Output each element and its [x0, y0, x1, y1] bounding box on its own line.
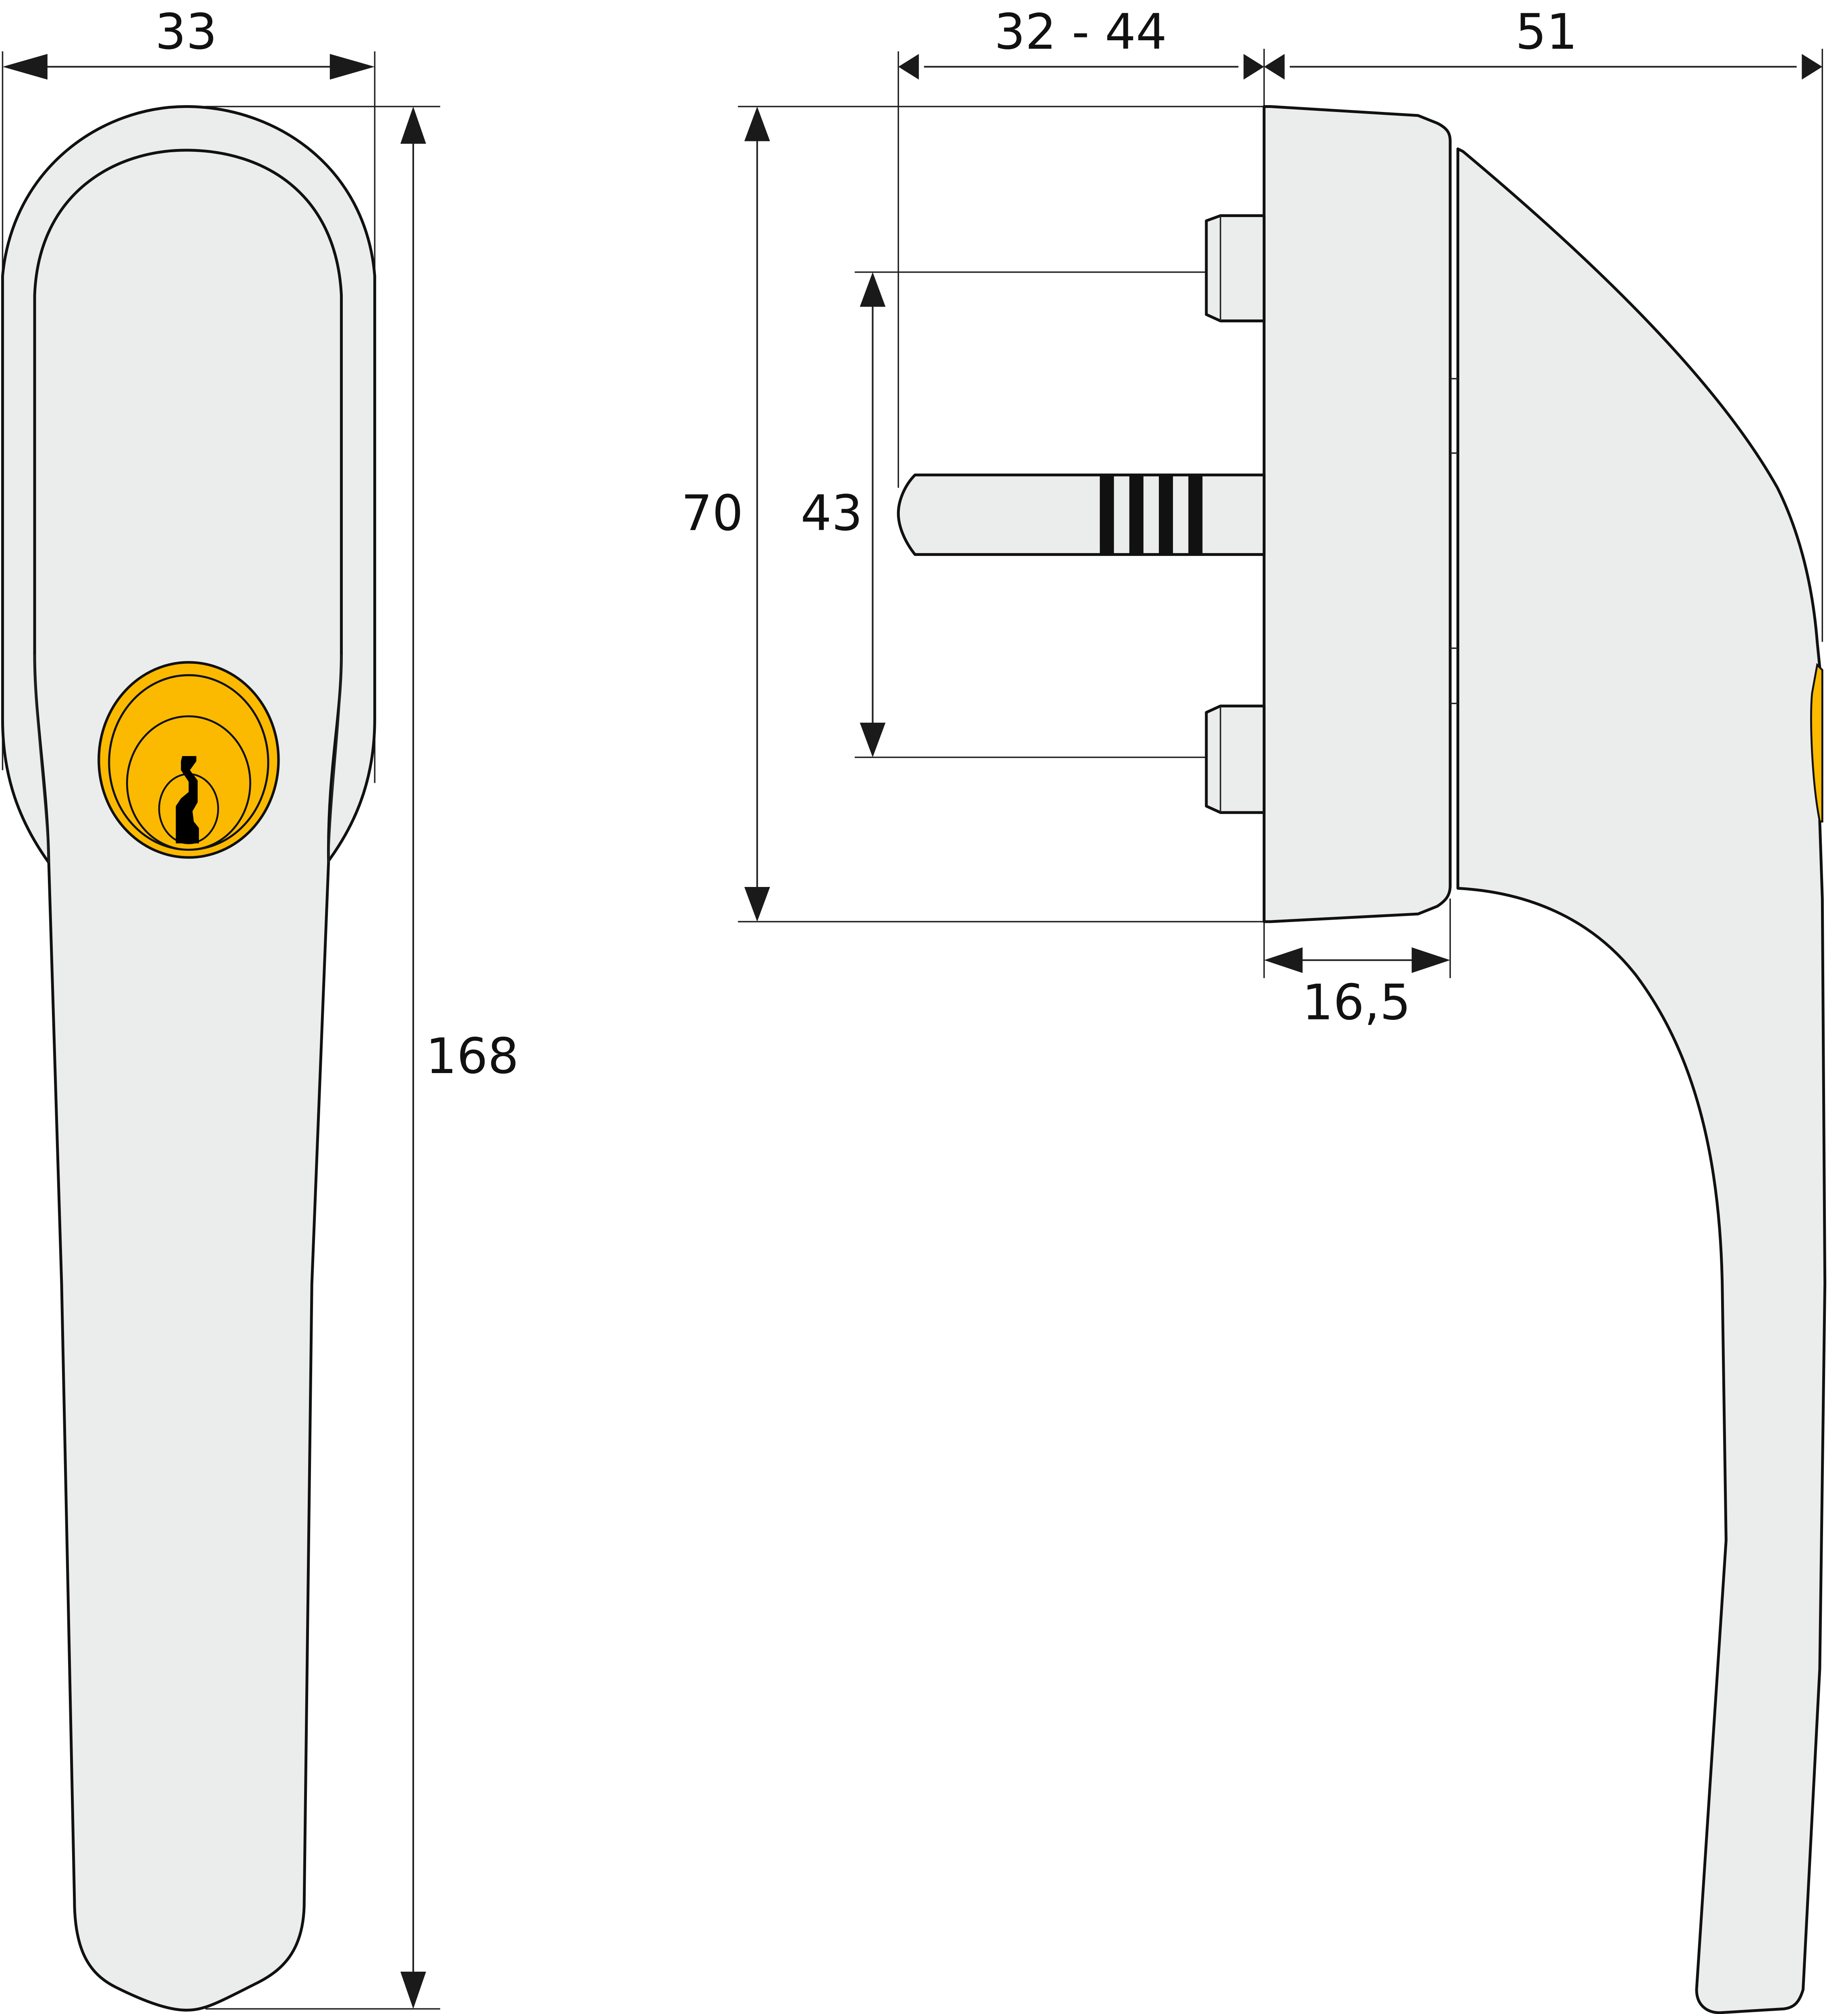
dimension-label-16-5: 16,5 — [1302, 974, 1411, 1031]
lock-cylinder-icon — [97, 661, 280, 859]
dimension-width-front: 33 — [2, 4, 375, 80]
dimension-label-168: 168 — [426, 1028, 519, 1085]
rose-side — [1262, 105, 1452, 923]
screw-top — [1205, 214, 1266, 323]
dimension-label-70: 70 — [681, 485, 743, 542]
side-cylinder-icon — [1810, 663, 1823, 823]
rose-inner-left — [34, 655, 50, 863]
dimension-label-51: 51 — [1515, 4, 1577, 60]
dimension-handle-projection: 51 — [1264, 4, 1823, 80]
dimension-rose-height: 70 — [681, 106, 770, 922]
keyway-icon — [176, 756, 199, 843]
screw-bottom — [1205, 704, 1266, 814]
front-view: 33 168 — [1, 4, 519, 2012]
dimension-label-43: 43 — [801, 485, 863, 542]
spindle — [897, 473, 1266, 556]
dimension-spindle-length: 32 - 44 — [898, 4, 1264, 80]
dimension-label-32-44: 32 - 44 — [994, 4, 1167, 60]
lever-body — [33, 149, 343, 2012]
dimension-label-33: 33 — [155, 4, 217, 60]
dimension-rose-depth: 16,5 — [1264, 947, 1450, 1031]
spindle-stripes — [1100, 475, 1203, 555]
dimension-screw-spacing: 43 — [801, 272, 886, 758]
rose-inner-right — [327, 655, 342, 863]
side-view: 32 - 44 51 70 43 16,5 — [681, 4, 1827, 2014]
lever-side — [1456, 147, 1827, 2014]
dimension-height-front: 168 — [400, 106, 519, 2009]
